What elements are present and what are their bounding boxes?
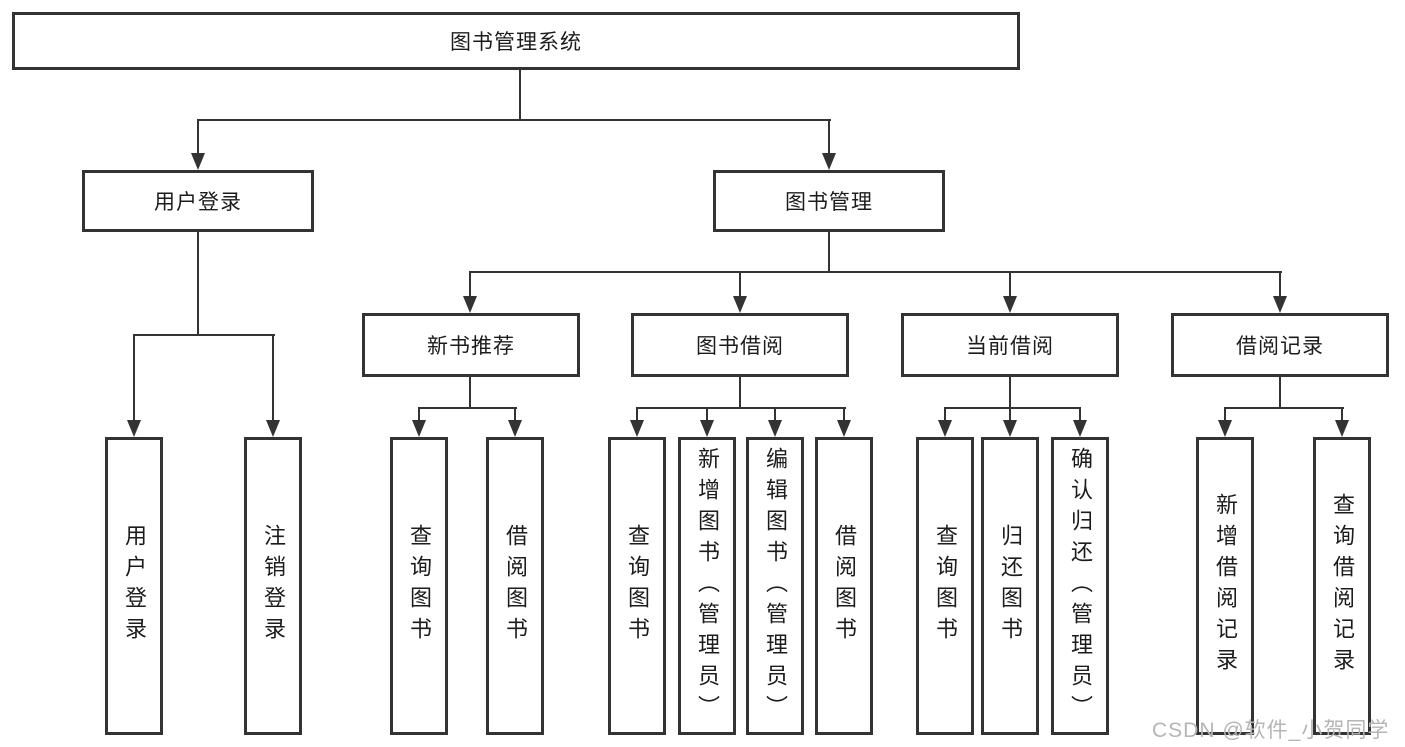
arrow-down-icon	[1003, 420, 1017, 437]
connector-to-new-book	[469, 271, 471, 297]
connector-to-leaf	[418, 407, 420, 423]
leaf-add-borrow-record: 新增借阅记录	[1196, 437, 1254, 735]
leaf-add-books-admin: 新增图书（管理员）	[678, 437, 736, 735]
connector-to-user-login	[197, 119, 199, 155]
leaf-edit-books-admin: 编辑图书（管理员）	[746, 437, 804, 735]
arrow-down-icon	[508, 420, 522, 437]
arrow-down-icon	[266, 420, 280, 437]
connector-to-leaf	[272, 334, 274, 421]
leaf-query-books-current: 查询图书	[916, 437, 974, 735]
connector-to-leaf	[514, 407, 516, 423]
connector-user-login-drop	[197, 232, 199, 336]
leaf-label: 新增借阅记录	[1213, 493, 1238, 679]
leaf-query-books-borrow: 查询图书	[608, 437, 666, 735]
leaf-label: 借阅图书	[832, 524, 857, 648]
arrow-down-icon	[733, 296, 747, 313]
leaf-label: 查询借阅记录	[1330, 493, 1355, 679]
connector-to-leaf	[843, 407, 845, 423]
connector-new-book-drop	[469, 377, 471, 409]
arrow-down-icon	[1273, 296, 1287, 313]
connector-to-leaf	[774, 407, 776, 423]
connector-to-leaf	[1224, 407, 1226, 423]
connector-user-login-split	[133, 334, 275, 336]
connector-to-leaf	[636, 407, 638, 423]
leaf-label: 查询图书	[407, 524, 432, 648]
arrow-down-icon	[768, 420, 782, 437]
leaf-label: 用户登录	[122, 524, 147, 648]
leaf-confirm-return-admin: 确认归还（管理员）	[1051, 437, 1109, 735]
leaf-label: 编辑图书（管理员）	[763, 446, 788, 726]
connector-book-borrow-split	[636, 407, 846, 409]
connector-to-leaf	[706, 407, 708, 423]
node-label: 新书推荐	[427, 335, 515, 358]
node-book-borrow: 图书借阅	[631, 313, 849, 377]
leaf-label: 查询图书	[625, 524, 650, 648]
node-label: 图书借阅	[696, 335, 784, 358]
arrow-down-icon	[1073, 420, 1087, 437]
leaf-query-borrow-record: 查询借阅记录	[1313, 437, 1371, 735]
node-library-management-system: 图书管理系统	[12, 12, 1020, 70]
connector-current-borrow-drop	[1009, 377, 1011, 409]
node-user-login: 用户登录	[82, 170, 314, 232]
connector-borrow-records-drop	[1279, 377, 1281, 409]
leaf-label: 确认归还（管理员）	[1068, 446, 1093, 726]
leaf-borrow-books-recommend: 借阅图书	[486, 437, 544, 735]
connector-root-drop	[519, 70, 521, 120]
node-current-borrow: 当前借阅	[901, 313, 1119, 377]
node-label: 图书管理	[785, 191, 873, 214]
leaf-label: 注销登录	[261, 524, 286, 648]
connector-to-leaf	[944, 407, 946, 423]
leaf-label: 查询图书	[933, 524, 958, 648]
leaf-label: 借阅图书	[503, 524, 528, 648]
arrow-down-icon	[463, 296, 477, 313]
leaf-logout: 注销登录	[244, 437, 302, 735]
connector-to-leaf	[1079, 407, 1081, 423]
arrow-down-icon	[822, 153, 836, 170]
connector-to-book-management	[828, 119, 830, 155]
arrow-down-icon	[191, 153, 205, 170]
connector-book-management-drop	[828, 232, 830, 273]
node-new-book-recommend: 新书推荐	[362, 313, 580, 377]
connector-current-borrow-split	[944, 407, 1081, 409]
connector-to-borrow-records	[1279, 271, 1281, 297]
node-borrow-records: 借阅记录	[1171, 313, 1389, 377]
node-label: 用户登录	[154, 191, 242, 214]
leaf-borrow-books: 借阅图书	[815, 437, 873, 735]
connector-to-leaf	[133, 334, 135, 421]
connector-book-borrow-drop	[739, 377, 741, 409]
node-label: 借阅记录	[1236, 335, 1324, 358]
node-label: 图书管理系统	[450, 31, 582, 54]
leaf-label: 归还图书	[998, 524, 1023, 648]
leaf-user-login: 用户登录	[105, 437, 163, 735]
connector-to-leaf	[1341, 407, 1343, 423]
leaf-return-books: 归还图书	[981, 437, 1039, 735]
arrow-down-icon	[412, 420, 426, 437]
arrow-down-icon	[630, 420, 644, 437]
connector-level3-split	[469, 271, 1282, 273]
node-label: 当前借阅	[966, 335, 1054, 358]
arrow-down-icon	[1218, 420, 1232, 437]
arrow-down-icon	[1335, 420, 1349, 437]
connector-to-current-borrow	[1009, 271, 1011, 297]
leaf-label: 新增图书（管理员）	[695, 446, 720, 726]
arrow-down-icon	[700, 420, 714, 437]
connector-new-book-split	[418, 407, 517, 409]
node-book-management: 图书管理	[713, 170, 945, 232]
connector-to-leaf	[1009, 407, 1011, 423]
connector-borrow-records-split	[1224, 407, 1344, 409]
arrow-down-icon	[837, 420, 851, 437]
connector-to-book-borrow	[739, 271, 741, 297]
connector-level2-split	[197, 119, 831, 121]
leaf-query-books-recommend: 查询图书	[390, 437, 448, 735]
csdn-watermark: CSDN @软件_小贺同学	[1152, 719, 1390, 742]
arrow-down-icon	[938, 420, 952, 437]
arrow-down-icon	[1003, 296, 1017, 313]
arrow-down-icon	[127, 420, 141, 437]
